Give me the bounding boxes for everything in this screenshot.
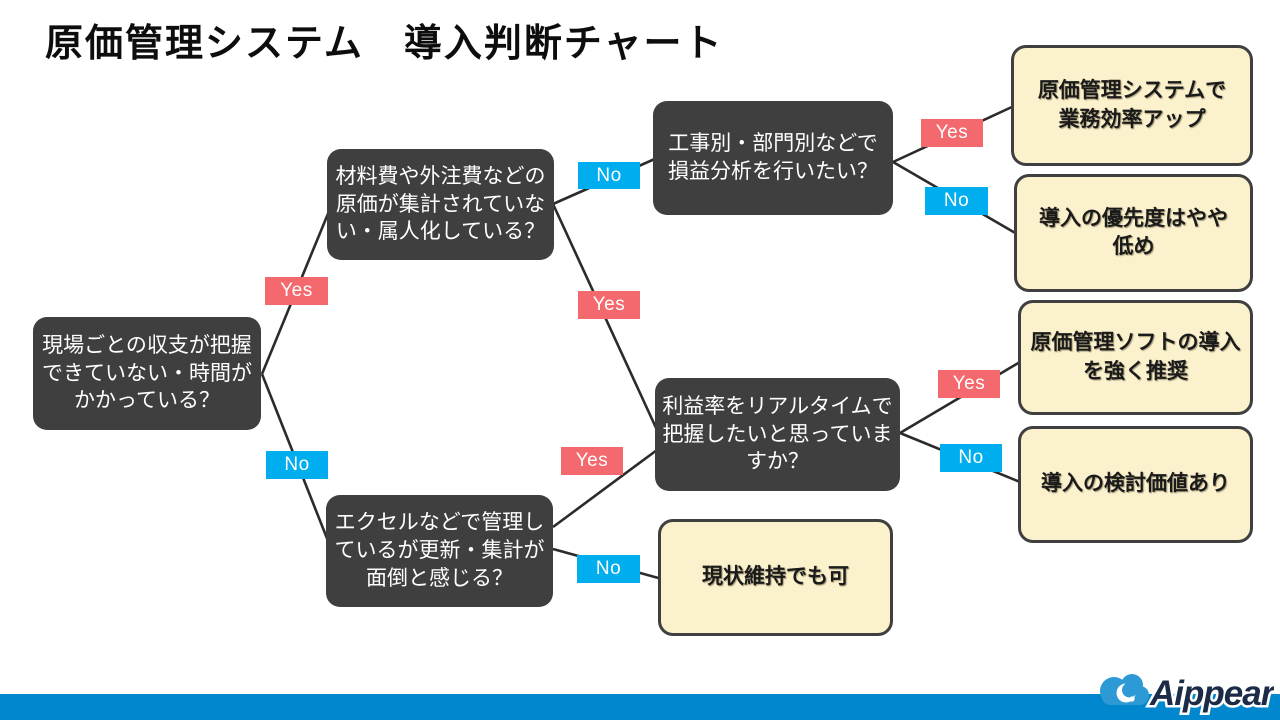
edge-label-root-materials: Yes (265, 277, 328, 305)
outcome-node-statusquo: 現状維持でも可 (658, 519, 893, 636)
outcome-text-worth: 導入の検討価値あり (1041, 472, 1230, 496)
question-text-excel: エクセルなどで管理し ているが更新・集計が 面倒と感じる？ (334, 511, 545, 590)
question-text-analysis: 工事別・部門別などで 損益分析を行いたい？ (668, 132, 878, 183)
outcome-text-statusquo: 現状維持でも可 (702, 565, 849, 589)
question-node-realtime: 利益率をリアルタイムで 把握したいと思っていま すか？ (655, 378, 900, 491)
cloud-icon (1100, 674, 1149, 705)
outcome-node-worth: 導入の検討価値あり (1018, 426, 1253, 543)
brand-logo: Aippear (1100, 672, 1274, 715)
outcome-text-strong: 原価管理ソフトの導入 を強く推奨 (1030, 331, 1241, 383)
question-node-materials: 材料費や外注費などの 原価が集計されていな い・属人化している？ (327, 149, 554, 260)
footer-bar (0, 694, 1280, 720)
question-text-root: 現場ごとの収支が把握 できていない・時間が かかっている？ (42, 333, 252, 413)
question-node-excel: エクセルなどで管理し ているが更新・集計が 面倒と感じる？ (326, 495, 553, 607)
edge-label-excel-statusquo: No (577, 555, 640, 583)
edge-label-analysis-lowpriority: No (925, 187, 988, 215)
brand-name: Aippear (1149, 674, 1274, 713)
edge-label-realtime-strong: Yes (938, 370, 1000, 398)
outcome-text-efficiency: 原価管理システムで 業務効率アップ (1037, 79, 1227, 131)
outcome-text-lowpriority: 導入の優先度はやや 低め (1039, 206, 1228, 258)
outcome-node-efficiency: 原価管理システムで 業務効率アップ (1011, 45, 1253, 166)
question-node-analysis: 工事別・部門別などで 損益分析を行いたい？ (653, 101, 893, 215)
edge-label-analysis-efficiency: Yes (921, 119, 983, 147)
edge-label-realtime-worth: No (940, 444, 1002, 472)
question-text-materials: 材料費や外注費などの 原価が集計されていな い・属人化している？ (335, 164, 546, 244)
page-title: 原価管理システム 導入判断チャート (45, 23, 724, 65)
outcome-node-lowpriority: 導入の優先度はやや 低め (1014, 174, 1253, 292)
edge-label-materials-realtime: Yes (578, 291, 640, 319)
question-node-root: 現場ごとの収支が把握 できていない・時間が かかっている？ (33, 317, 261, 430)
edge-label-excel-realtime: Yes (561, 447, 623, 475)
outcome-node-strong: 原価管理ソフトの導入 を強く推奨 (1018, 300, 1253, 415)
question-text-realtime: 利益率をリアルタイムで 把握したいと思っていま すか？ (662, 394, 893, 474)
edge-label-materials-analysis: No (578, 162, 640, 189)
edge-label-root-excel: No (266, 451, 328, 479)
